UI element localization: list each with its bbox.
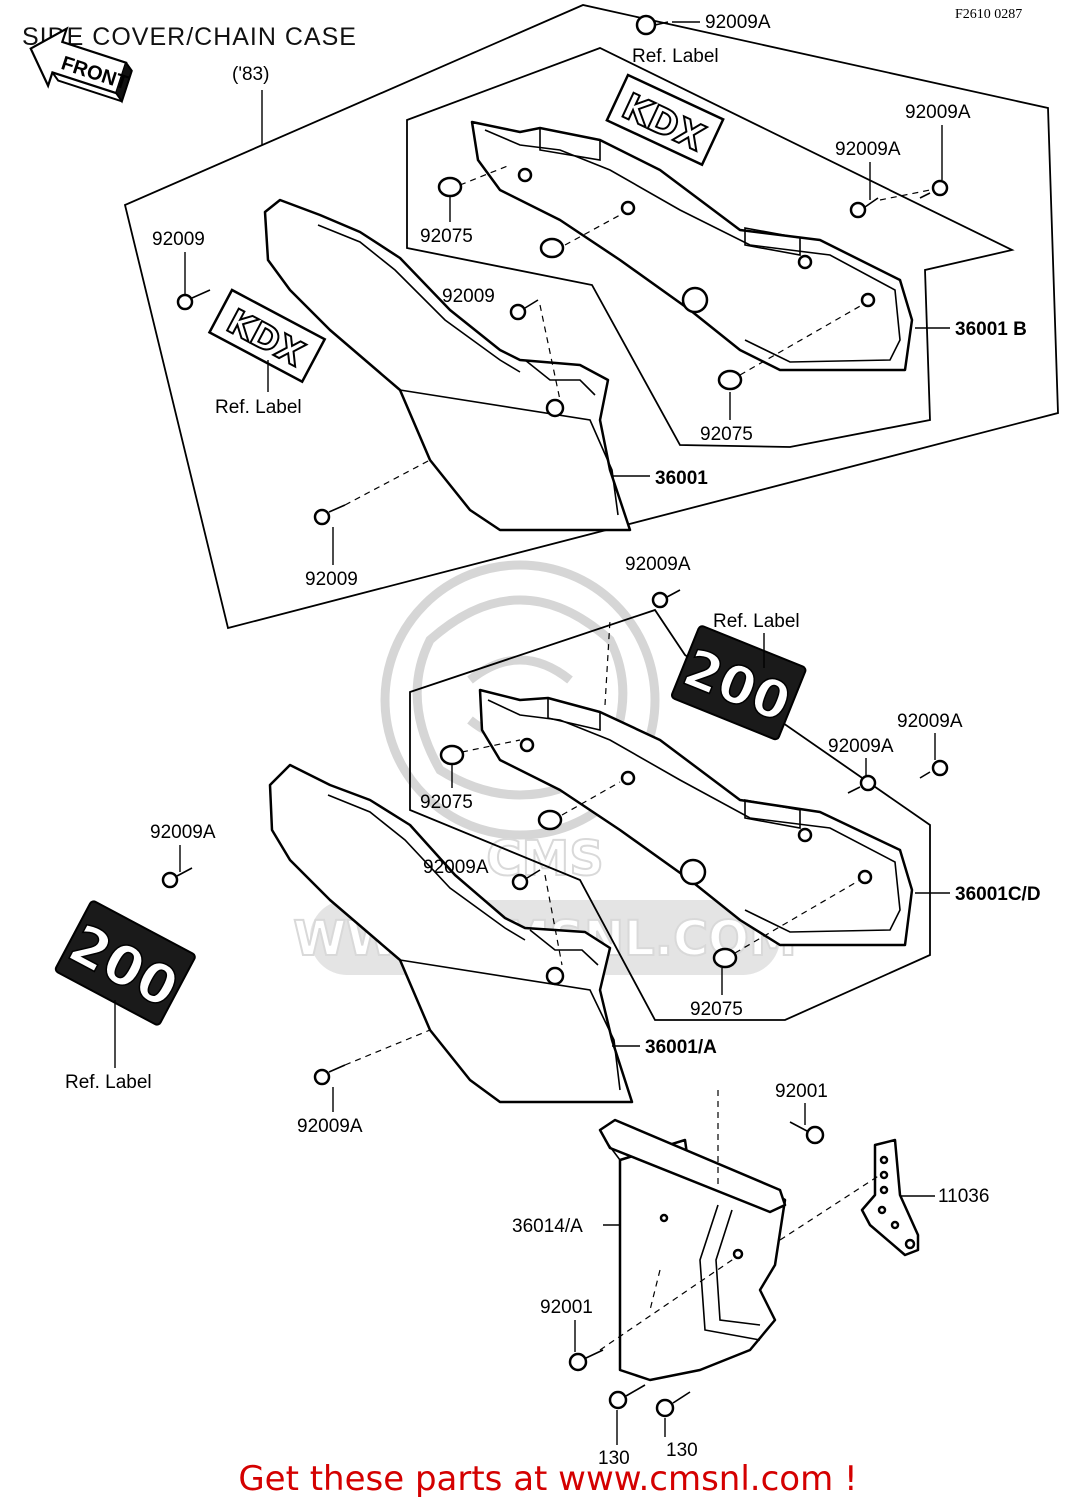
bolt-icon	[568, 1121, 825, 1418]
callout-36014a: 36014/A	[512, 1216, 583, 1237]
callout-92009a-lower-mid: 92009A	[423, 857, 489, 878]
footer-link[interactable]: Get these parts at www.cmsnl.com !	[238, 1459, 857, 1499]
figure-code: F2610 0287	[955, 7, 1022, 22]
callout-92009a-lower-bottom: 92009A	[297, 1116, 363, 1137]
callout-92009a-lower-top: 92009A	[625, 554, 691, 575]
callout-92009-bottom: 92009	[305, 569, 358, 590]
callout-92009a-lower-r1: 92009A	[897, 711, 963, 732]
callout-92075-u2: 92075	[700, 424, 753, 445]
side-cover-36001a	[268, 763, 634, 1104]
callout-ref-label-top: Ref. Label	[632, 46, 719, 67]
side-cover-36001b	[470, 120, 914, 372]
callout-130-a: 130	[598, 1448, 630, 1469]
callout-92009a-top: 92009A	[705, 12, 771, 33]
callout-92009a-r1: 92009A	[905, 102, 971, 123]
callout-92075-l1: 92075	[420, 792, 473, 813]
side-cover-36001	[263, 198, 632, 532]
callout-92009a-r2: 92009A	[835, 139, 901, 160]
callout-92009a-lower-left: 92009A	[150, 822, 216, 843]
chain-case-36014a	[598, 1118, 787, 1382]
callout-36001b: 36001 B	[955, 319, 1027, 340]
number-200-decal-upper: 200	[670, 625, 807, 741]
callout-92001-top: 92001	[775, 1081, 828, 1102]
frame-83-group	[123, 4, 1059, 630]
bolt-icon	[161, 589, 949, 1086]
callout-92009-left: 92009	[152, 229, 205, 250]
callout-92075-l2: 92075	[690, 999, 743, 1020]
callout-ref-label-200: Ref. Label	[65, 1072, 152, 1093]
callout-92009a-lower-r2: 92009A	[828, 736, 894, 757]
year-note: ('83)	[232, 64, 269, 85]
frame-36001b	[406, 47, 1015, 448]
callout-36001cd: 36001C/D	[955, 884, 1041, 905]
callout-92075-u1: 92075	[420, 226, 473, 247]
callout-92009-mid: 92009	[442, 286, 495, 307]
callout-11036: 11036	[938, 1186, 989, 1207]
callout-ref-label-left: Ref. Label	[215, 397, 302, 418]
guide-plate-11036	[860, 1138, 920, 1257]
callout-ref-label-lower: Ref. Label	[713, 611, 800, 632]
callout-36001a: 36001/A	[645, 1037, 717, 1058]
callout-92001-left: 92001	[540, 1297, 593, 1318]
number-200-decal-left: 200	[54, 900, 196, 1026]
grommet-icon	[437, 176, 743, 391]
side-cover-36001cd	[478, 688, 914, 947]
frame-36001cd	[409, 608, 931, 1021]
callout-130-b: 130	[666, 1440, 698, 1461]
callout-36001: 36001	[655, 468, 708, 489]
watermark-logo: CMS	[486, 831, 604, 887]
bolt-icon	[176, 14, 949, 526]
